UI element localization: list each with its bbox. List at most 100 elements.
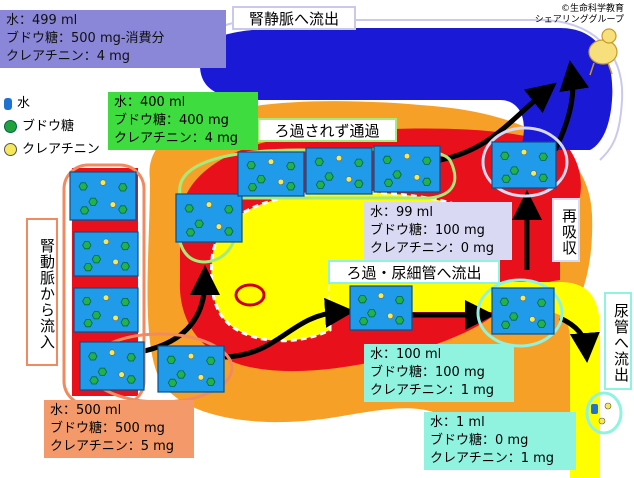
blood-cell-block — [69, 171, 137, 221]
legend-water: 水 — [4, 92, 100, 115]
glucose-particle — [314, 157, 324, 166]
blood-cell-block — [491, 287, 555, 335]
glucose-particle — [97, 367, 108, 376]
glucose-marker — [4, 120, 17, 133]
glucose-particle — [82, 241, 92, 250]
creatinine-particle — [102, 238, 110, 245]
glucose-particle — [224, 227, 234, 236]
glucose-particle — [83, 263, 93, 272]
glucose-particle — [382, 155, 392, 164]
arrow-to-filtrate — [224, 297, 355, 360]
not-filtered-label: ろ過されず通過 — [257, 118, 397, 142]
glucose-particle — [394, 295, 405, 305]
creatinine-particle — [413, 174, 420, 181]
vein-outline — [199, 18, 624, 161]
glucose-particle — [247, 183, 258, 192]
glucose-particle — [194, 219, 204, 228]
legend-creatinine: クレアチニン — [4, 138, 100, 161]
glucose-particle — [120, 297, 130, 307]
glucose-particle — [82, 297, 92, 306]
glucose-particle — [126, 353, 136, 362]
glucose-particle — [354, 158, 364, 167]
blood-cell-block — [73, 287, 139, 333]
creatinine-particle — [215, 223, 222, 230]
glucose-particle — [118, 183, 128, 192]
glucose-particle — [91, 255, 102, 264]
glucose-particle — [392, 170, 402, 179]
arrow-to-ureter — [558, 315, 600, 363]
blood-cell-block — [79, 341, 145, 391]
glucose-particle — [224, 205, 234, 214]
glucose-particle — [206, 377, 216, 386]
legend-glucose: ブドウ糖 — [4, 115, 100, 138]
arrow-to-vein — [439, 82, 557, 163]
glucose-particle — [120, 262, 130, 271]
glucose-particle — [79, 206, 90, 215]
renal-vein-label: 腎静脈へ流出 — [232, 6, 356, 30]
glucose-particle — [501, 174, 511, 183]
glucose-particle — [536, 298, 547, 307]
creatinine-particle — [187, 353, 195, 360]
creatinine-particle — [99, 179, 107, 186]
glucose-particle — [538, 152, 548, 161]
creatinine-particle — [205, 201, 213, 208]
glucose-particle — [120, 318, 130, 327]
renal-artery-label: 腎動脈から流入 — [26, 218, 58, 366]
glucose-particle — [509, 312, 519, 321]
glucose-particle — [357, 295, 368, 304]
creatinine-particle — [377, 292, 385, 299]
filtered-label: ろ過・尿細管へ流出 — [328, 260, 500, 284]
glucose-particle — [286, 161, 296, 171]
glucose-particle — [120, 241, 130, 251]
creatinine-particle — [345, 176, 352, 183]
copyright: ©生命科学教育 シェアリンググループ — [534, 4, 624, 25]
glucose-particle — [315, 180, 326, 189]
creatinine-particle — [403, 153, 411, 160]
creatinine-particle — [519, 295, 527, 302]
glucose-particle — [509, 166, 520, 175]
reabsorb-outline — [481, 126, 569, 198]
glucose-particle — [286, 182, 296, 191]
creatinine-particle — [387, 312, 394, 319]
blood-cell-block — [73, 231, 139, 277]
glucose-particle — [185, 228, 196, 237]
blood-cell-block — [237, 151, 305, 197]
glucose-particle — [367, 309, 377, 318]
glucose-particle — [499, 297, 510, 306]
glucose-particle — [89, 376, 99, 385]
glucose-particle — [91, 311, 102, 320]
glucose-particle — [383, 178, 394, 187]
creatinine-particle — [118, 371, 125, 378]
glucose-particle — [118, 205, 128, 214]
glucose-particle — [394, 316, 405, 325]
blood-cell-block — [349, 285, 413, 331]
glucose-particle — [358, 317, 369, 326]
blood-cell-block — [491, 141, 557, 189]
filtrate-outline — [476, 278, 564, 348]
glucose-particle — [88, 197, 98, 206]
legend: 水 ブドウ糖 クレアチニン — [4, 92, 100, 161]
urine-creatinine-2 — [598, 417, 606, 425]
glucose-particle — [422, 177, 432, 186]
creatinine-particle — [102, 294, 110, 301]
water-marker — [4, 97, 12, 110]
glomerulus — [234, 283, 266, 307]
glucose-particle — [166, 355, 176, 364]
creatinine-particle — [197, 374, 204, 381]
creatinine-particle — [267, 158, 275, 165]
reabsorption-label: 再吸収 — [552, 198, 580, 262]
creatinine-particle — [530, 170, 537, 177]
creatinine-particle — [335, 155, 343, 162]
creatinine-marker — [4, 143, 17, 156]
creatinine-particle — [112, 258, 119, 265]
urine-water — [591, 404, 598, 414]
vein-body — [200, 40, 601, 150]
urine-label: 尿管へ流出 — [604, 292, 632, 390]
glucose-particle — [88, 352, 98, 361]
